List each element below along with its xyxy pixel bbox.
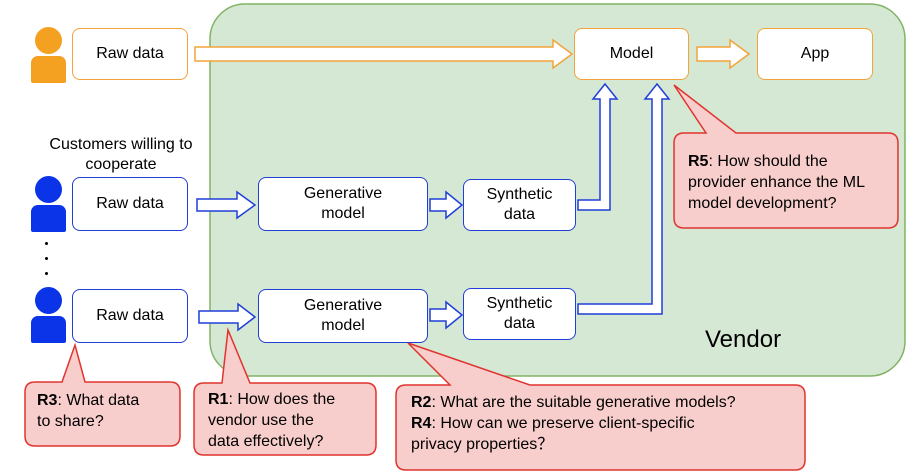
generative-model-label-line1: Generative bbox=[303, 297, 383, 314]
arrow-generative-to-synthetic-2 bbox=[429, 300, 464, 330]
raw-data-label: Raw data bbox=[96, 45, 164, 62]
arrow-generative-to-synthetic-1 bbox=[429, 190, 464, 220]
generative-model-label-line2: model bbox=[321, 317, 365, 334]
callout-r4-line1-text: : How can we preserve client-specific bbox=[431, 415, 695, 432]
callout-r5-text: R5: How should the provider enhance the … bbox=[688, 151, 865, 214]
callout-r1-line2: vendor use the bbox=[208, 412, 314, 429]
person-head bbox=[35, 27, 62, 54]
callout-r2-r4-bubble bbox=[395, 342, 806, 471]
callout-r3-tag: R3 bbox=[37, 392, 58, 409]
callout-r5-line1-text: : How should the bbox=[708, 153, 828, 170]
raw-data-label: Raw data bbox=[96, 195, 164, 212]
generative-model-box-1: Generative model bbox=[258, 177, 428, 231]
callout-r2-line1: R2: What are the suitable generative mod… bbox=[411, 392, 736, 413]
callout-r5-line1: R5: How should the bbox=[688, 151, 865, 172]
callout-r4-line1: R4: How can we preserve client-specific bbox=[411, 413, 736, 434]
callout-r3-line1-text: : What data bbox=[57, 392, 140, 409]
callout-r3-line1: R3: What data bbox=[37, 390, 139, 411]
callout-r5-line2: provider enhance the ML bbox=[688, 174, 865, 191]
raw-data-box-mid: Raw data bbox=[72, 177, 188, 231]
person-head bbox=[35, 287, 62, 314]
app-box: App bbox=[757, 28, 873, 80]
person-body bbox=[31, 56, 66, 83]
customers-label: Customers willing to cooperate bbox=[36, 135, 206, 175]
callout-r1-tag: R1 bbox=[208, 391, 229, 408]
person-body bbox=[31, 205, 66, 232]
callout-r3-line2: to share? bbox=[37, 413, 104, 430]
person-icon-blue-2 bbox=[31, 287, 66, 343]
callout-r2-line1-text: : What are the suitable generative model… bbox=[431, 394, 736, 411]
callout-r5-bubble bbox=[673, 84, 899, 229]
arrow-raw-to-model bbox=[194, 38, 574, 70]
customers-label-line2: cooperate bbox=[85, 156, 157, 173]
synthetic-data-label-line1: Synthetic bbox=[486, 295, 553, 312]
raw-data-label: Raw data bbox=[96, 307, 164, 324]
callout-r2-tag: R2 bbox=[411, 394, 432, 411]
synthetic-data-label-line2: data bbox=[503, 315, 536, 332]
arrow-model-to-app bbox=[696, 38, 751, 70]
callout-r5-tag: R5 bbox=[688, 153, 709, 170]
synthetic-data-label-line1: Synthetic bbox=[486, 186, 553, 203]
person-body bbox=[31, 316, 66, 343]
model-label: Model bbox=[609, 45, 654, 62]
synthetic-data-box-1: Synthetic data bbox=[463, 179, 576, 231]
synthetic-data-label-line2: data bbox=[503, 206, 536, 223]
person-head bbox=[35, 176, 62, 203]
generative-model-label-line1: Generative bbox=[303, 185, 383, 202]
generative-model-label-line2: model bbox=[321, 205, 365, 222]
callout-r1-bubble bbox=[193, 327, 377, 456]
app-label: App bbox=[800, 45, 830, 62]
customers-label-line1: Customers willing to bbox=[49, 136, 193, 153]
callout-r3-text: R3: What data to share? bbox=[37, 390, 139, 432]
arrow-synthetic-2-to-model bbox=[577, 82, 671, 315]
callout-r1-line1: R1: How does the bbox=[208, 389, 335, 410]
arrow-raw-to-generative-2 bbox=[198, 302, 257, 332]
callout-r2-r4-text: R2: What are the suitable generative mod… bbox=[411, 392, 736, 455]
person-icon-blue-1 bbox=[31, 176, 66, 232]
callout-r1-line3: data effectively? bbox=[208, 433, 324, 450]
callout-r4-line2: privacy properties？ bbox=[411, 436, 554, 453]
vendor-label: Vendor bbox=[705, 326, 782, 353]
model-box: Model bbox=[574, 28, 689, 80]
callout-r5-line3: model development? bbox=[688, 195, 837, 212]
synthetic-data-box-2: Synthetic data bbox=[463, 288, 576, 340]
arrow-synthetic-1-to-model bbox=[577, 82, 619, 211]
arrow-raw-to-generative-1 bbox=[196, 190, 257, 220]
ellipsis-dot bbox=[45, 257, 48, 260]
callout-r4-tag: R4 bbox=[411, 415, 432, 432]
callout-r3-bubble bbox=[24, 342, 181, 447]
person-icon-orange bbox=[31, 27, 66, 83]
ellipsis-dot bbox=[45, 242, 48, 245]
ellipsis-dot bbox=[45, 272, 48, 275]
raw-data-box-top: Raw data bbox=[72, 28, 188, 80]
callout-r1-text: R1: How does the vendor use the data eff… bbox=[208, 389, 335, 452]
raw-data-box-bottom: Raw data bbox=[72, 289, 188, 343]
generative-model-box-2: Generative model bbox=[258, 289, 428, 343]
callout-r1-line1-text: : How does the bbox=[228, 391, 336, 408]
